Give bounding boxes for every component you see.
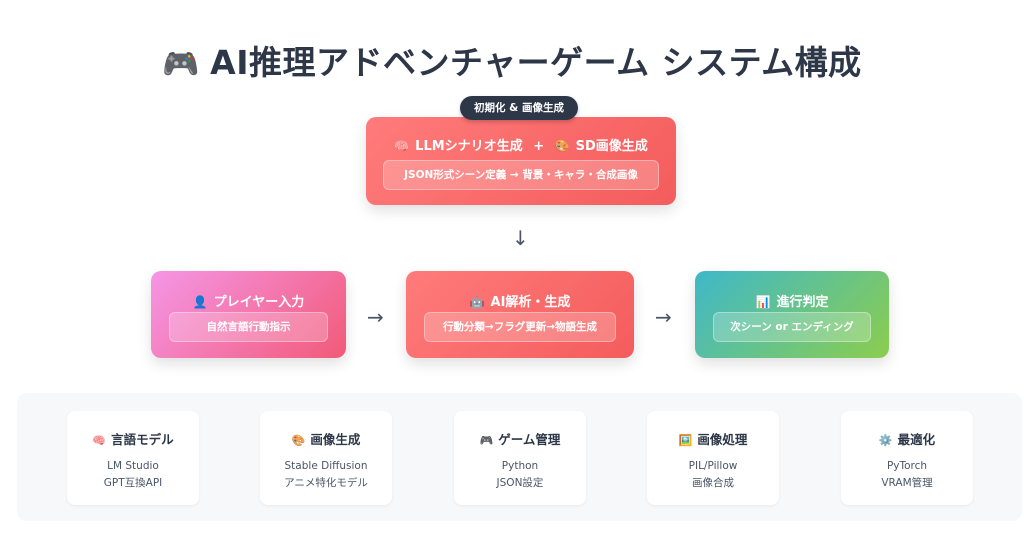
tech-line: VRAM管理 [881, 477, 933, 489]
ai-analysis-label: AI解析・生成 [490, 295, 571, 310]
arrow-right-icon: → [655, 305, 672, 329]
player-input-heading: 👤 プレイヤー入力 [151, 291, 346, 310]
scenario-generation-heading: 🧠 LLMシナリオ生成 + 🎨 SD画像生成 [366, 135, 676, 154]
progress-judgement-card: 📊 進行判定 次シーン or エンディング [695, 271, 889, 358]
tech-line: Python [501, 460, 539, 472]
scenario-generation-detail: JSON形式シーン定義 → 背景・キャラ・合成画像 [383, 160, 659, 190]
gamepad-icon: 🎮 [162, 47, 201, 82]
sd-label: SD画像生成 [575, 139, 648, 154]
tech-title: ゲーム管理 [498, 432, 561, 447]
gear-icon: ⚙️ [878, 434, 893, 447]
tech-title: 最適化 [897, 432, 936, 447]
tech-line: Stable Diffusion [284, 460, 368, 472]
tech-line: GPT互換API [103, 477, 163, 489]
player-input-card: 👤 プレイヤー入力 自然言語行動指示 [151, 271, 346, 358]
tech-card-game-management: 🎮 ゲーム管理 Python JSON設定 [454, 411, 586, 505]
ai-analysis-heading: 🤖 AI解析・生成 [406, 291, 634, 310]
tech-title: 画像処理 [697, 432, 748, 447]
tech-stack-panel: 🧠 言語モデル LM Studio GPT互換API 🎨 画像生成 Stable D… [17, 393, 1022, 521]
ai-analysis-detail: 行動分類→フラグ更新→物語生成 [424, 312, 616, 342]
llm-label: LLMシナリオ生成 [415, 139, 523, 154]
tech-line: PIL/Pillow [688, 460, 738, 472]
ai-analysis-card: 🤖 AI解析・生成 行動分類→フラグ更新→物語生成 [406, 271, 634, 358]
tech-card-optimization: ⚙️ 最適化 PyTorch VRAM管理 [841, 411, 973, 505]
page-title-text: AI推理アドベンチャーゲーム システム構成 [210, 43, 862, 82]
tech-line: 画像合成 [692, 477, 734, 489]
scenario-generation-card: 🧠 LLMシナリオ生成 + 🎨 SD画像生成 JSON形式シーン定義 → 背景・キャ… [366, 117, 676, 205]
palette-icon: 🎨 [291, 434, 306, 447]
picture-icon: 🖼️ [678, 434, 693, 447]
arrow-right-icon: → [367, 305, 384, 329]
tech-line: JSON設定 [496, 477, 544, 489]
tech-title: 画像生成 [310, 432, 361, 447]
tech-line: LM Studio [107, 460, 159, 472]
page-title: 🎮 AI推理アドベンチャーゲーム システム構成 [0, 36, 1024, 84]
tech-card-language-model: 🧠 言語モデル LM Studio GPT互換API [67, 411, 199, 505]
init-pill: 初期化 & 画像生成 [460, 96, 578, 120]
tech-title: 言語モデル [111, 432, 174, 447]
plus-sign: + [533, 139, 545, 154]
robot-icon: 🤖 [469, 295, 485, 309]
player-input-label: プレイヤー入力 [213, 295, 305, 310]
player-input-detail: 自然言語行動指示 [169, 312, 328, 342]
progress-judgement-detail: 次シーン or エンディング [713, 312, 871, 342]
chart-icon: 📊 [755, 295, 771, 309]
arrow-down-icon: ↓ [512, 226, 529, 250]
tech-card-image-processing: 🖼️ 画像処理 PIL/Pillow 画像合成 [647, 411, 779, 505]
user-icon: 👤 [192, 295, 208, 309]
brain-icon: 🧠 [92, 434, 107, 447]
progress-judgement-heading: 📊 進行判定 [695, 291, 889, 310]
tech-line: アニメ特化モデル [284, 477, 368, 489]
brain-icon: 🧠 [394, 139, 410, 153]
palette-icon: 🎨 [554, 139, 570, 153]
gamepad-icon: 🎮 [479, 434, 494, 447]
tech-line: PyTorch [886, 460, 928, 472]
progress-judgement-label: 進行判定 [776, 295, 829, 310]
tech-card-image-generation: 🎨 画像生成 Stable Diffusion アニメ特化モデル [260, 411, 392, 505]
